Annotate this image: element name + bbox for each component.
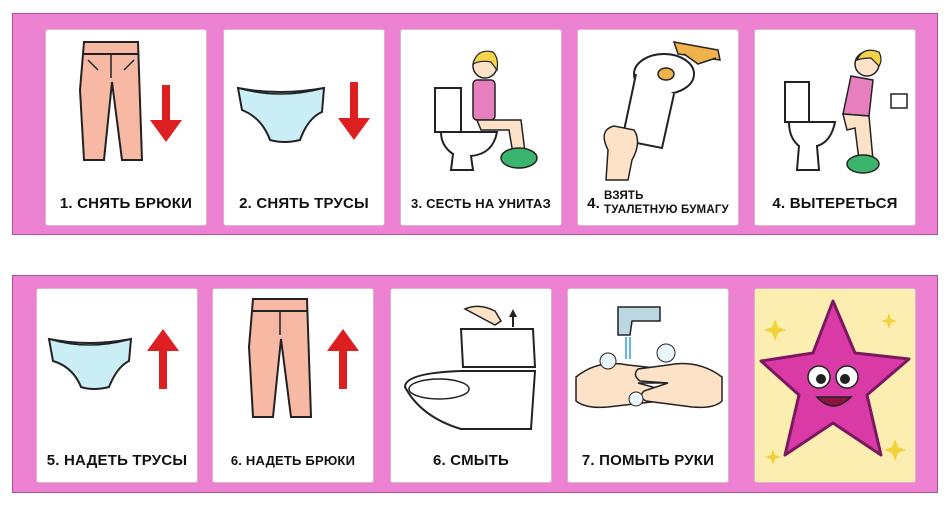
step-label-line1: ВЗЯТЬ (603, 190, 644, 202)
flush-toilet-icon (403, 305, 537, 430)
underpants-up-icon (47, 329, 179, 390)
step-label: 3. СЕСТЬ НА УНИТАЗ (411, 195, 551, 211)
step-label: 1. СНЯТЬ БРЮКИ (59, 194, 193, 212)
steps-strip-row1: 1. СНЯТЬ БРЮКИ 2. СНЯТЬ ТРУСЫ 3. СЕСТЬ Н… (12, 13, 938, 235)
step-label: 7. ПОМЫТЬ РУКИ (581, 451, 715, 469)
girl-sitting-on-toilet-icon (434, 50, 538, 171)
underpants-down-icon (236, 82, 370, 143)
step-card-9: 7. ПОМЫТЬ РУКИ (567, 288, 729, 483)
smiling-star-icon (759, 299, 911, 465)
step-card-2: 2. СНЯТЬ ТРУСЫ (223, 29, 385, 226)
reward-card (754, 288, 916, 483)
wash-hands-icon (575, 306, 723, 409)
step-label: 5. НАДЕТЬ ТРУСЫ (46, 451, 188, 469)
step-number: 4. (587, 194, 600, 212)
step-card-8: 6. СМЫТЬ (390, 288, 552, 483)
step-label: 4. ВЗЯТЬ ТУАЛЕТНУЮ БУМАГУ (578, 181, 738, 225)
step-card-4: 4. ВЗЯТЬ ТУАЛЕТНУЮ БУМАГУ (577, 29, 739, 226)
step-card-1: 1. СНЯТЬ БРЮКИ (45, 29, 207, 226)
pants-up-icon (247, 298, 359, 418)
toilet-paper-icon (603, 41, 721, 181)
girl-wiping-icon (784, 49, 908, 174)
pants-down-icon (78, 41, 182, 161)
step-card-5: 4. ВЫТЕРЕТЬСЯ (754, 29, 916, 226)
step-label: 2. СНЯТЬ ТРУСЫ (239, 194, 369, 212)
step-label: 6. НАДЕТЬ БРЮКИ (230, 452, 356, 468)
step-label: 4. ВЫТЕРЕТЬСЯ (772, 194, 898, 212)
step-label-line2: ТУАЛЕТНУЮ БУМАГУ (603, 204, 729, 216)
step-label: 6. СМЫТЬ (432, 451, 510, 469)
step-card-3: 3. СЕСТЬ НА УНИТАЗ (400, 29, 562, 226)
step-card-6: 5. НАДЕТЬ ТРУСЫ (36, 288, 198, 483)
steps-strip-row2: 5. НАДЕТЬ ТРУСЫ 6. НАДЕТЬ БРЮКИ 6. СМЫТЬ (12, 275, 938, 493)
step-card-7: 6. НАДЕТЬ БРЮКИ (212, 288, 374, 483)
